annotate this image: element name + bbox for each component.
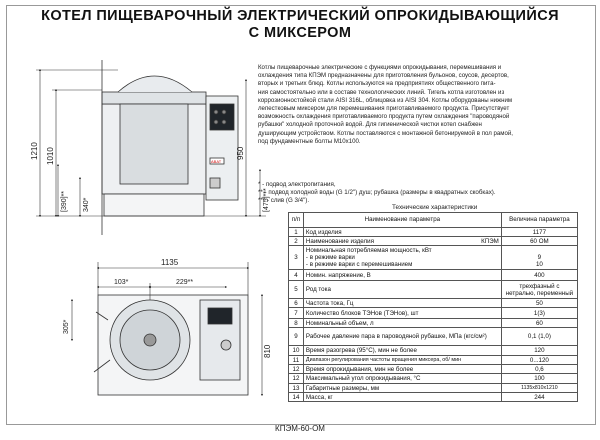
control-panel bbox=[209, 103, 235, 131]
knob-icon bbox=[221, 109, 227, 115]
row-value: 244 bbox=[500, 392, 579, 402]
row-name-text: Наименование изделия bbox=[305, 237, 374, 245]
knob-icon bbox=[213, 119, 219, 125]
description-line: вторых и третьих блюд. Котлы используютс… bbox=[258, 80, 496, 88]
kettle-lid bbox=[117, 75, 193, 93]
front-view bbox=[101, 60, 239, 235]
front-dimension-lines bbox=[36, 68, 266, 218]
dim-plan-depth: 810 bbox=[263, 344, 272, 358]
dim-height-total: 1210 bbox=[30, 142, 39, 160]
dim-right-b: [475]*** bbox=[263, 188, 270, 212]
table-row: 4 Номин. напряжение, В 400 bbox=[288, 269, 579, 281]
model-footer: КПЭМ-60-ОМ bbox=[275, 424, 325, 433]
kettle-handles bbox=[93, 311, 111, 373]
brand-plate bbox=[209, 157, 225, 165]
dim-plan-left: 103* bbox=[114, 279, 129, 286]
table-row: 7 Количество блоков ТЭНов (ТЭНов), шт 1(… bbox=[288, 307, 579, 319]
plan-panel bbox=[207, 307, 233, 325]
table-row: 5 Род тока трехфазный с нетралью, переме… bbox=[288, 280, 579, 299]
dim-left-low-a: [390]** bbox=[61, 191, 68, 212]
tech-specs-heading: Технические характеристики bbox=[392, 204, 478, 211]
description-line: возможность охлаждения приготавливаемого… bbox=[258, 113, 510, 121]
dim-plan-right: 229** bbox=[176, 279, 193, 286]
kettle-body bbox=[119, 103, 189, 185]
page-title: КОТЕЛ ПИЩЕВАРОЧНЫЙ ЭЛЕКТРИЧЕСКИЙ ОПРОКИД… bbox=[30, 8, 570, 42]
description-line: охлаждения типа КПЭМ предназначены для п… bbox=[258, 72, 509, 80]
description-line: коррозионностойкой стали AISI 316L, обли… bbox=[258, 96, 513, 104]
knob-icon bbox=[221, 119, 227, 125]
description-line: ния самостоятельно или в составе техноло… bbox=[258, 88, 505, 96]
plan-dimension-lines bbox=[70, 262, 264, 397]
description-line: лепестковым миксером для перемешивания п… bbox=[258, 105, 510, 113]
row-name-suffix: КПЭМ bbox=[481, 237, 499, 245]
row-subvalue: 9 bbox=[537, 254, 542, 261]
row-value: трехфазный с нетралью, переменный bbox=[500, 280, 579, 299]
brand-label: ABAT bbox=[211, 159, 222, 164]
note-line: ** - подвод холодной воды (G 1/2") душ; … bbox=[258, 188, 496, 196]
connection-notes: * - подвод электропитания, ** - подвод х… bbox=[258, 181, 588, 204]
plan-view bbox=[93, 294, 249, 396]
note-line: * - подвод электропитания, bbox=[258, 181, 336, 188]
title-line-1: КОТЕЛ ПИЩЕВАРОЧНЫЙ ЭЛЕКТРИЧЕСКИЙ ОПРОКИД… bbox=[41, 8, 559, 24]
dim-plan-width: 1135 bbox=[161, 258, 179, 267]
plan-dimension-labels: 1135 103* 229** 305* 810 bbox=[63, 258, 272, 358]
product-description: Котлы пищеварочные электрические с функц… bbox=[258, 64, 578, 146]
front-dimension-labels: 1210 1010 [390]** 340* 950 [475]*** bbox=[30, 142, 270, 212]
dim-left-low-b: 340* bbox=[83, 197, 90, 212]
description-line: Котлы пищеварочные электрические с функц… bbox=[258, 64, 502, 71]
front-lid-band bbox=[101, 91, 207, 105]
description-line: душирующим устройством. Котлы поставляют… bbox=[258, 129, 513, 137]
plan-drive bbox=[220, 339, 232, 351]
row-name-text: Номинальная потребляемая мощность, кВт bbox=[305, 247, 432, 254]
row-sub-text: - в режиме варки с перемешиванием bbox=[305, 261, 413, 268]
table-row: 14 Масса, кг 244 bbox=[288, 392, 579, 402]
knob-icon bbox=[213, 109, 219, 115]
outlet-box bbox=[209, 177, 221, 189]
description-line: под фундаментные болты М10х100. bbox=[258, 137, 361, 145]
description-line: рубашки" холодной проточной водой. Для г… bbox=[258, 121, 482, 129]
row-sub-text: - в режиме варки bbox=[305, 254, 355, 261]
row-subvalue: 10 bbox=[535, 261, 543, 268]
dim-plan-left-height: 305* bbox=[63, 319, 70, 334]
title-line-2: С МИКСЕРОМ bbox=[248, 25, 352, 41]
mixer-hub-icon bbox=[143, 333, 157, 347]
dim-right-a: 950 bbox=[236, 146, 245, 160]
row-value: 9 10 bbox=[500, 245, 579, 270]
specs-table: п/п Наименование параметра Величина пара… bbox=[288, 212, 579, 402]
note-line: *** - слив (G 3/4"). bbox=[258, 196, 310, 204]
dim-height-inner: 1010 bbox=[46, 147, 55, 165]
front-base bbox=[103, 193, 205, 217]
